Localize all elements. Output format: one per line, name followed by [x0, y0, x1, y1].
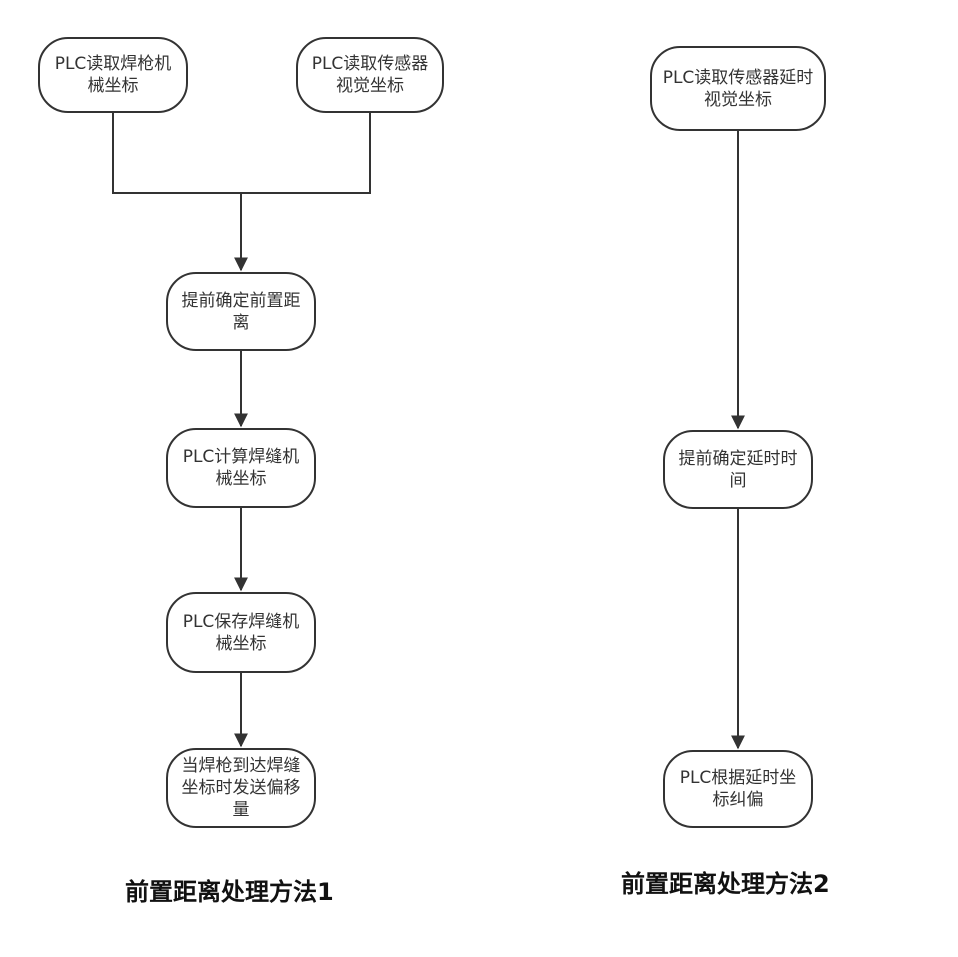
node-read-sensor-delay-coords-label: PLC读取传感器延时视觉坐标	[662, 67, 814, 110]
node-delay-correction-label: PLC根据延时坐标纠偏	[679, 768, 797, 810]
node-calc-seam-coords: PLC计算焊缝机械坐标	[166, 428, 316, 508]
connector-gun-to-merge	[112, 112, 241, 194]
node-send-offset-label: 当焊枪到达焊缝坐标时发送偏移量	[181, 756, 301, 820]
caption-method-1: 前置距离处理方法1	[125, 878, 334, 906]
node-delay-correction: PLC根据延时坐标纠偏	[663, 750, 813, 828]
node-pre-distance-label: 提前确定前置距离	[181, 290, 301, 333]
node-send-offset: 当焊枪到达焊缝坐标时发送偏移量	[166, 748, 316, 828]
caption-method-2: 前置距离处理方法2	[621, 870, 830, 898]
node-save-seam-coords-label: PLC保存焊缝机械坐标	[182, 611, 300, 654]
node-save-seam-coords: PLC保存焊缝机械坐标	[166, 592, 316, 673]
node-read-sensor-coords: PLC读取传感器视觉坐标	[296, 37, 444, 113]
node-read-gun-coords: PLC读取焊枪机械坐标	[38, 37, 188, 113]
node-calc-seam-coords-label: PLC计算焊缝机械坐标	[182, 447, 300, 489]
node-read-gun-coords-label: PLC读取焊枪机械坐标	[54, 54, 172, 96]
node-read-sensor-coords-label: PLC读取传感器视觉坐标	[311, 54, 429, 96]
connector-sensor-to-merge	[241, 112, 371, 194]
node-pre-distance: 提前确定前置距离	[166, 272, 316, 351]
node-read-sensor-delay-coords: PLC读取传感器延时视觉坐标	[650, 46, 826, 131]
node-pre-delay-time: 提前确定延时时间	[663, 430, 813, 509]
node-pre-delay-time-label: 提前确定延时时间	[678, 448, 798, 491]
